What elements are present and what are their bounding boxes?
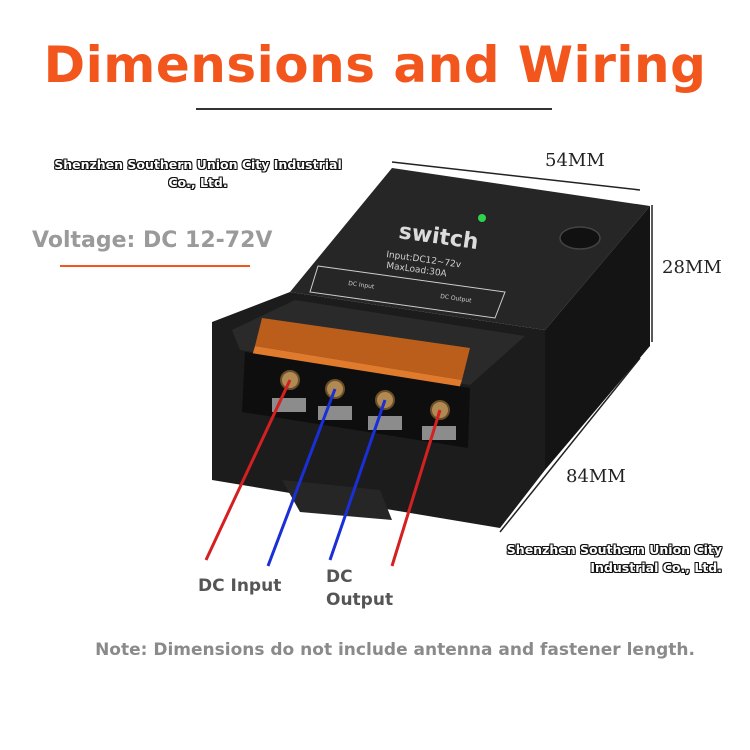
- output-wire-red: [390, 409, 442, 567]
- legend-dc-output: DC Output: [440, 293, 473, 304]
- company-line-1: Shenzhen Southern Union City Industrial: [54, 157, 342, 172]
- dc-output-label-line1: DC: [326, 567, 353, 587]
- width-dimension-line: [391, 161, 641, 191]
- device-top-face: [290, 168, 650, 330]
- voltage-underline: [60, 265, 250, 267]
- dimensions-note: Note: Dimensions do not include antenna …: [95, 640, 695, 660]
- input-wire-red: [204, 379, 292, 561]
- title-underline: [196, 108, 552, 110]
- learn-button: [559, 226, 601, 250]
- page-title: Dimensions and Wiring: [43, 36, 707, 94]
- width-dimension-label: 54MM: [545, 150, 605, 171]
- input-wire-blue: [266, 388, 337, 567]
- company-watermark-bottom: Shenzhen Southern Union City Industrial …: [470, 541, 722, 577]
- company-line-1: Shenzhen Southern Union City: [506, 542, 722, 557]
- device-right-face: [545, 206, 650, 470]
- terminal-legend-box: [309, 265, 506, 319]
- dc-input-label: DC Input: [198, 576, 282, 596]
- height-dimension-label: 28MM: [662, 257, 722, 278]
- voltage-label: Voltage: DC 12-72V: [32, 228, 273, 253]
- mounting-foot: [282, 480, 392, 520]
- depth-dimension-line: [499, 357, 641, 533]
- legend-dc-input: DC Input: [348, 280, 376, 291]
- depth-dimension-label: 84MM: [566, 466, 626, 487]
- terminal-cover: [255, 318, 470, 380]
- company-line-2: Industrial Co., Ltd.: [590, 560, 722, 575]
- dc-output-label-line2: Output: [326, 590, 394, 610]
- status-led: [478, 214, 486, 222]
- output-wire-blue: [328, 399, 387, 561]
- company-watermark-top: Shenzhen Southern Union City Industrial …: [36, 156, 360, 192]
- company-line-2: Co., Ltd.: [168, 175, 228, 190]
